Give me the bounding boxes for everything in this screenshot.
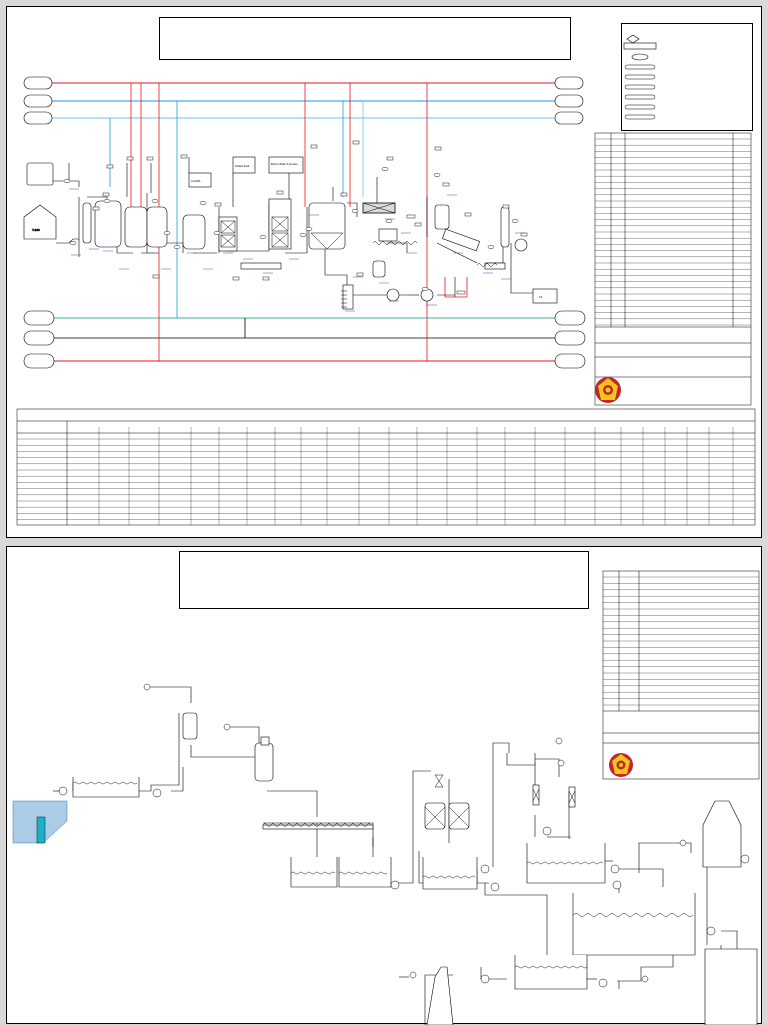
pfd-diagram-1: T-100 xyxy=(16,34,756,526)
title-block-1-rows xyxy=(595,138,751,326)
process-lines-2 xyxy=(53,686,738,1025)
title-block-2 xyxy=(602,570,760,780)
cacl2-unit-label: CaCRL xyxy=(191,179,201,183)
utility-terminals-right xyxy=(554,76,586,369)
equipment-text: CaCRL Sulfate distil Boric bubble th fur… xyxy=(191,162,543,299)
legend-symbols xyxy=(623,34,657,120)
utility-terminals-left xyxy=(23,76,55,369)
feed-tank-group: T-100 xyxy=(23,162,57,240)
equipment-vessels xyxy=(82,156,558,310)
university-emblem-2-icon xyxy=(609,753,633,777)
title-block-1 xyxy=(594,132,752,406)
university-emblem-icon xyxy=(595,377,621,403)
sheet2-title-box xyxy=(179,551,589,609)
tanks-2 xyxy=(72,712,758,1025)
pumps-2 xyxy=(58,683,750,988)
tag-number-lines xyxy=(69,188,525,312)
stream-table xyxy=(16,408,756,526)
packed-columns xyxy=(220,202,396,250)
water-surfaces xyxy=(72,781,694,969)
sheet1-title-box xyxy=(159,17,571,60)
water-source xyxy=(12,800,68,844)
pfd-diagram-2 xyxy=(12,570,760,1025)
utility-header-lines xyxy=(51,82,555,362)
boric-unit-label: Boric bubble th furnace xyxy=(271,162,298,166)
screw-conveyors xyxy=(341,241,498,308)
right-box-label: Ini xyxy=(539,295,543,299)
pfd-sheet-2 xyxy=(6,546,762,1025)
sulfate-unit-label: Sulfate distil xyxy=(235,164,249,168)
filter-vessels-2 xyxy=(424,774,576,828)
pfd-sheet-1: T-100 xyxy=(6,6,762,538)
legend-box xyxy=(621,23,753,131)
stream-table-grid xyxy=(17,427,755,525)
tank-label: T-100 xyxy=(32,228,40,232)
title-block-2-rows xyxy=(603,576,759,706)
instrument-tags xyxy=(63,140,528,295)
